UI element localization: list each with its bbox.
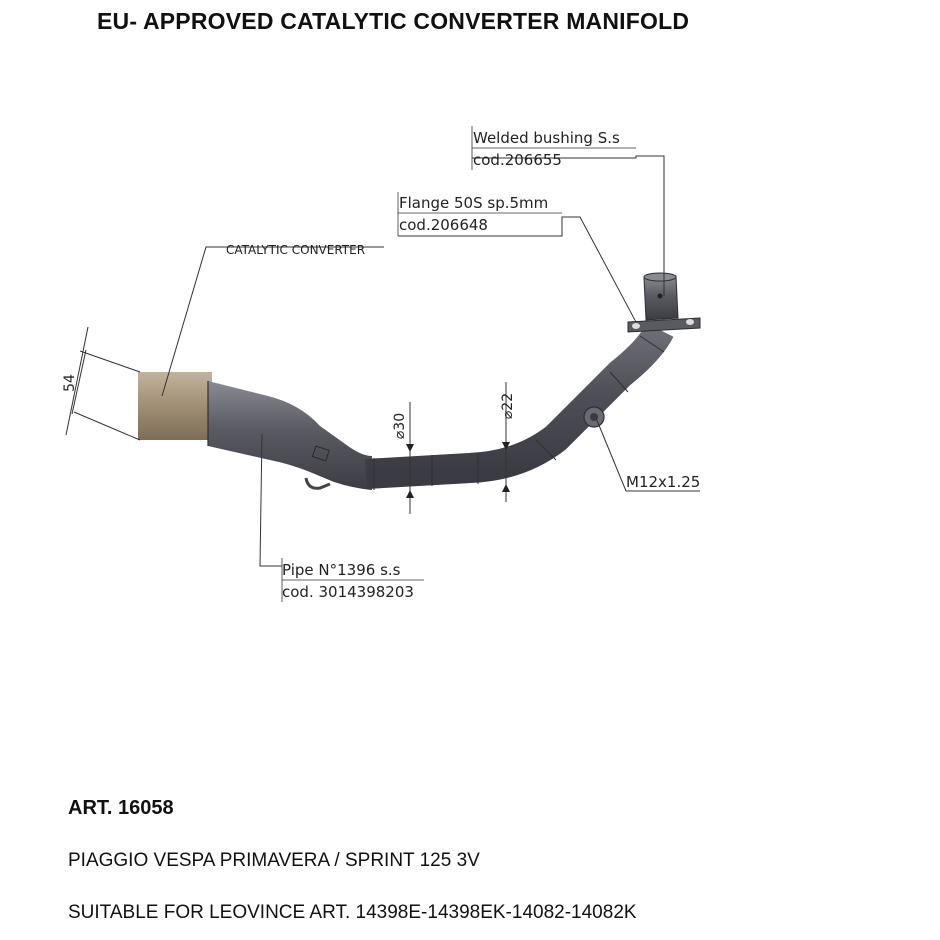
exhaust-pipe [365, 322, 674, 489]
welded-bushing-code: cod.206655 [473, 151, 562, 169]
dim-54-label: 54 [62, 374, 78, 392]
vehicle-model: PIAGGIO VESPA PRIMAVERA / SPRINT 125 3V [68, 850, 480, 871]
dim-22-label: ⌀22 [500, 393, 516, 419]
flange [627, 317, 701, 333]
converter-body [208, 381, 372, 490]
leader-lines [161, 155, 700, 567]
thread-label: M12x1.25 [626, 473, 700, 491]
dimension-54 [65, 326, 141, 441]
pipe-code: cod. 3014398203 [282, 583, 414, 601]
catalytic-converter-label: CATALYTIC CONVERTER [226, 243, 365, 257]
page-title: EU- APPROVED CATALYTIC CONVERTER MANIFOL… [97, 8, 690, 34]
pipe-seams [373, 335, 665, 490]
flange-label: Flange 50S sp.5mm [399, 194, 548, 212]
pipe-label: Pipe N°1396 s.s [282, 561, 401, 579]
article-number: ART. 16058 [68, 797, 174, 819]
compatibility: SUITABLE FOR LEOVINCE ART. 14398E-14398E… [68, 902, 637, 923]
bracket-tab [304, 477, 331, 490]
dim-30-label: ⌀30 [392, 413, 408, 439]
welded-bushing-label: Welded bushing S.s [473, 129, 620, 147]
manifold-drawing: 54 ⌀30 ⌀22 CATALYTIC CONVERTER Welded bu… [62, 126, 701, 602]
homologation-mark [311, 445, 330, 462]
flange-code: cod.206648 [399, 216, 488, 234]
catalytic-converter-inlet [138, 372, 212, 440]
